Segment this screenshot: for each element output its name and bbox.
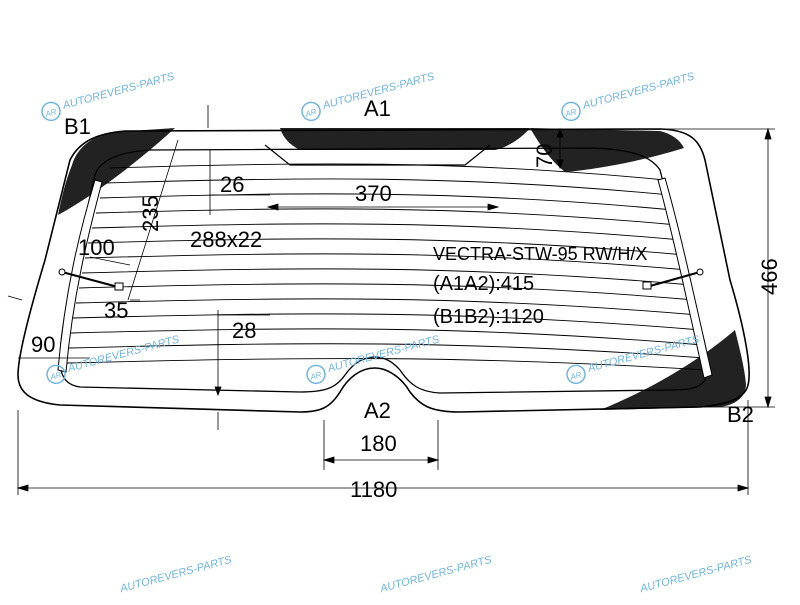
label-b2: B2 [727, 402, 754, 427]
glass-outer-outline [17, 128, 750, 413]
svg-text:AR: AR [43, 107, 57, 119]
watermark-1: AR AUTOREVERS-PARTS [41, 70, 177, 122]
dim-90: 90 [31, 332, 55, 357]
svg-text:AR: AR [303, 107, 317, 119]
watermark-logo-icon [306, 364, 326, 385]
spec-b1b2: (B1B2):1120 [433, 306, 544, 328]
watermark-logo-icon [561, 101, 581, 122]
dim-100: 100 [78, 235, 115, 260]
dim-35: 35 [104, 298, 128, 323]
dim-28: 28 [232, 318, 256, 343]
watermark-7: AUTOREVERS-PARTS [118, 554, 234, 596]
svg-text:AR: AR [308, 370, 322, 382]
svg-text:AUTOREVERS-PARTS: AUTOREVERS-PARTS [638, 554, 754, 596]
label-b1: B1 [64, 114, 91, 139]
dim-288x22: 288x22 [190, 227, 262, 252]
connector-right [642, 268, 704, 290]
heater-grid [66, 163, 707, 371]
busbar-right [657, 177, 713, 379]
brake-light-opening [264, 144, 491, 166]
dim-1180: 1180 [350, 477, 397, 502]
dimension-lines [7, 105, 775, 495]
svg-text:AUTOREVERS-PARTS: AUTOREVERS-PARTS [66, 333, 182, 375]
watermark-logo-icon [301, 101, 321, 122]
spec-model: VECTRA-STW-95 RW/H/X [433, 244, 647, 264]
dim-70: 70 [532, 144, 557, 168]
svg-text:AR: AR [568, 370, 582, 382]
watermark-8: AUTOREVERS-PARTS [378, 554, 494, 596]
dark-top-center-band [280, 128, 530, 150]
svg-text:AUTOREVERS-PARTS: AUTOREVERS-PARTS [118, 554, 234, 596]
label-a1: A1 [364, 96, 391, 121]
dark-corner-bottom-right [600, 330, 746, 410]
dim-235: 235 [138, 195, 163, 232]
brake-light-slot [290, 150, 465, 160]
busbar-left [57, 179, 103, 373]
dim-370: 370 [355, 181, 392, 206]
watermark-logo-icon [46, 364, 66, 385]
svg-text:AR: AR [48, 370, 62, 382]
label-a2: A2 [364, 398, 391, 423]
watermark-3: AR AUTOREVERS-PARTS [561, 70, 697, 122]
svg-text:AUTOREVERS-PARTS: AUTOREVERS-PARTS [581, 70, 697, 112]
glass-inner-outline [59, 147, 709, 394]
svg-text:AR: AR [563, 107, 577, 119]
watermark-logo-icon [41, 101, 61, 122]
dim-180: 180 [360, 431, 397, 456]
dim-466: 466 [757, 258, 782, 295]
connector-left [58, 268, 124, 291]
svg-text:AUTOREVERS-PARTS: AUTOREVERS-PARTS [378, 554, 494, 596]
dim-26: 26 [220, 172, 244, 197]
svg-text:AUTOREVERS-PARTS: AUTOREVERS-PARTS [61, 70, 177, 112]
watermark-logo-icon [566, 364, 586, 385]
watermark-9: AUTOREVERS-PARTS [638, 554, 754, 596]
spec-a1a2: (A1A2):415 [433, 273, 534, 295]
dark-corner-top-right [530, 128, 684, 172]
